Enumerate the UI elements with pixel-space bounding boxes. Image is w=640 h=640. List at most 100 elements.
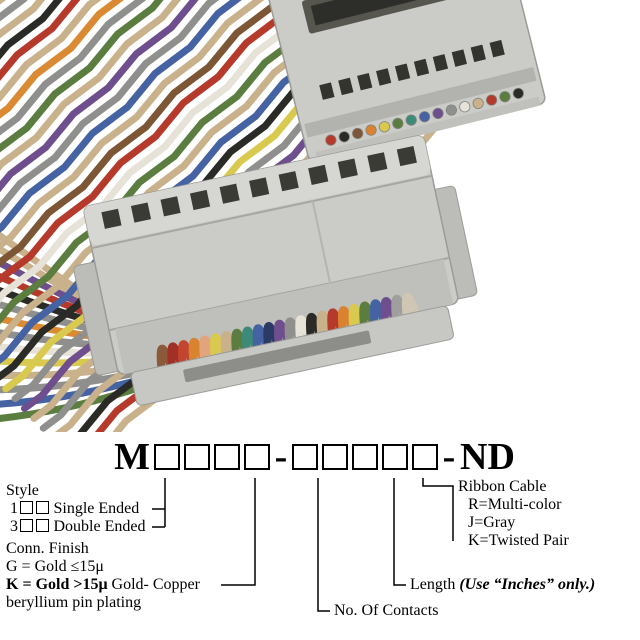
conn-finish-option-g: G = Gold ≤15μ — [6, 558, 104, 575]
wire-end — [392, 117, 404, 130]
wire-end — [405, 114, 417, 126]
wire-end — [378, 121, 391, 133]
callout-lines — [152, 478, 454, 612]
ribbon-wire — [0, 0, 81, 82]
polarizing-slot — [337, 158, 358, 179]
wire-end — [338, 131, 350, 143]
length-label-text: Length — [410, 576, 460, 593]
groove — [91, 174, 433, 250]
polarizing-slot — [101, 208, 122, 229]
style-option-2-code: 3 — [10, 518, 18, 535]
part-number-box — [244, 444, 270, 470]
polarizing-slot — [189, 189, 211, 211]
ribbon-option-j: J=Gray — [468, 514, 516, 531]
polarizing-slot — [249, 177, 270, 198]
empty-box — [19, 519, 33, 532]
wire-end — [485, 94, 498, 106]
ribbon-wire — [0, 0, 265, 250]
polarizing-slot — [160, 196, 181, 217]
conn-finish-title: Conn. Finish — [6, 540, 89, 557]
part-number: M - - ND — [112, 436, 515, 478]
wire-end — [352, 127, 364, 140]
top-connector — [258, 0, 546, 162]
wire-end — [499, 91, 511, 103]
contact-hole — [376, 68, 392, 86]
contact-hole — [394, 63, 411, 81]
ribbon-wire — [0, 0, 102, 102]
wire-end — [445, 104, 457, 116]
contact-hole — [489, 39, 505, 58]
wire-end — [512, 87, 524, 99]
ribbon-option-k: K=Twisted Pair — [468, 532, 569, 549]
part-number-suffix: ND — [460, 436, 515, 478]
style-option-1: 1 Single Ended — [10, 500, 139, 518]
style-callout-line — [152, 478, 166, 528]
polarizing-slot — [219, 183, 240, 204]
contact-hole — [357, 72, 373, 91]
contact-hole — [432, 54, 449, 72]
empty-box — [19, 501, 33, 514]
style-option-1-code: 1 — [10, 500, 18, 517]
contacts-callout-line — [317, 478, 330, 612]
product-photo — [0, 0, 546, 432]
ribbon-wire — [0, 0, 164, 153]
conn-finish-callout-line — [221, 478, 256, 586]
part-number-box — [214, 444, 240, 470]
conn-finish-option-k: K = Gold >15μ Gold- Copper — [6, 576, 200, 594]
wire-end — [432, 107, 444, 120]
cable-photo-illustration — [0, 0, 546, 432]
ribbon-option-r: R=Multi-color — [468, 496, 562, 513]
polarizing-slot — [130, 202, 152, 223]
ribbon-wire — [0, 0, 182, 171]
part-number-box — [292, 444, 318, 470]
ribbon-wire — [0, 0, 318, 304]
polarizing-slot — [308, 164, 329, 185]
length-label: Length (Use “Inches” only.) — [410, 576, 595, 594]
polarizing-slot — [278, 171, 299, 192]
ribbon-wire — [0, 0, 199, 193]
contact-hole — [338, 77, 354, 96]
part-number-diagram: M - - ND Style 1 Single Ended 3 Double End… — [0, 432, 640, 640]
part-number-prefix: M — [114, 436, 150, 478]
wire-end — [459, 101, 471, 113]
ribbon-wire — [0, 0, 300, 284]
ribbon-wire — [0, 0, 220, 214]
ribbon-cable-title: Ribbon Cable — [458, 478, 547, 495]
part-number-box — [184, 444, 210, 470]
contact-hole — [319, 82, 335, 100]
part-number-separator: - — [274, 436, 288, 478]
ribbon-wire — [0, 0, 124, 119]
contact-hole — [413, 58, 430, 77]
strain-relief-slot — [183, 330, 372, 383]
polarizing-slot — [367, 152, 388, 173]
ribbon-wire — [0, 0, 242, 233]
conn-finish-note: beryllium pin plating — [6, 594, 142, 611]
empty-box — [35, 519, 49, 532]
part-number-separator: - — [442, 436, 456, 478]
style-option-2-label: Double Ended — [53, 518, 146, 535]
style-option-1-label: Single Ended — [53, 500, 140, 517]
top-connector-edge — [304, 66, 537, 138]
top-connector-socket-inner — [310, 0, 473, 26]
ribbon-wire — [0, 0, 147, 136]
ribbon-wire — [0, 0, 338, 325]
empty-box — [35, 501, 49, 514]
wire-end — [419, 111, 431, 123]
part-number-box — [154, 444, 180, 470]
seam — [311, 200, 332, 284]
wire-end — [472, 97, 484, 109]
part-number-box — [382, 444, 408, 470]
part-number-box — [352, 444, 378, 470]
style-title: Style — [6, 482, 39, 499]
part-number-box — [412, 444, 438, 470]
length-note: (Use “Inches” only.) — [459, 576, 596, 593]
wire-end — [325, 134, 337, 146]
conn-finish-option-k-tail: Gold- Copper — [107, 576, 200, 593]
center-connector — [73, 135, 478, 406]
ribbon-wire — [0, 0, 283, 267]
wire-loop — [401, 292, 421, 323]
polarizing-slot — [396, 145, 417, 167]
style-option-2: 3 Double Ended — [10, 518, 145, 536]
wire-end — [365, 124, 377, 136]
contacts-label: No. Of Contacts — [334, 602, 439, 619]
